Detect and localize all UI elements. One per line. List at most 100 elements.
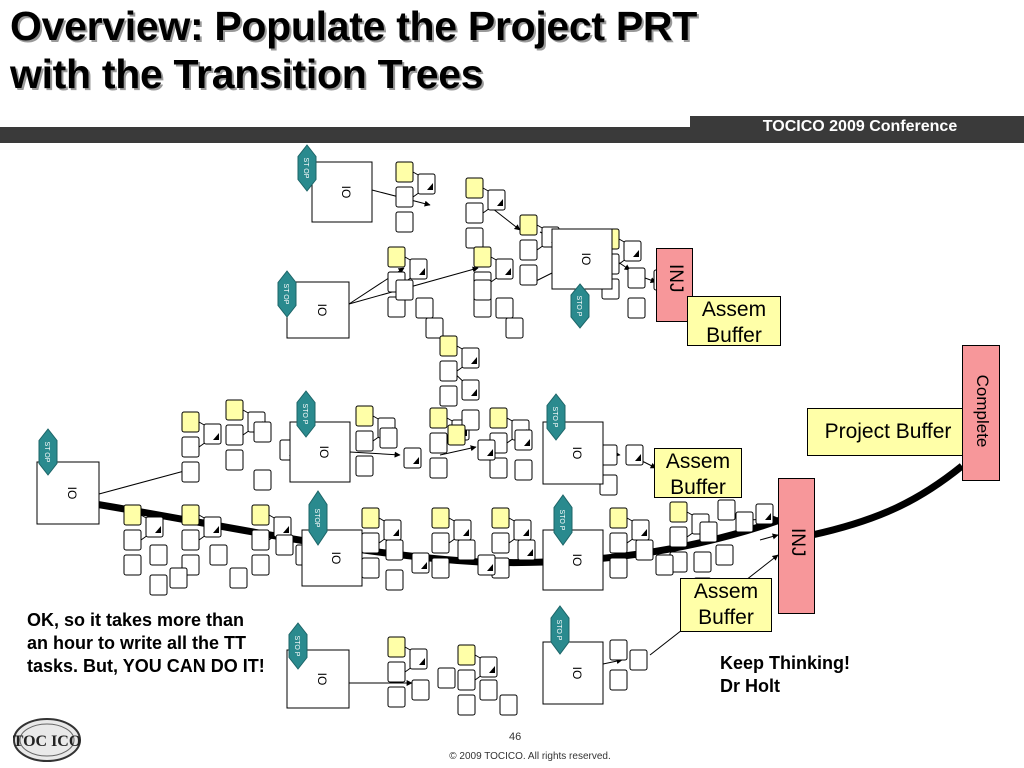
need-node xyxy=(361,507,380,529)
need-node xyxy=(395,161,414,183)
need-node xyxy=(355,405,374,427)
tree-nodes xyxy=(123,161,774,716)
task-node xyxy=(149,574,168,596)
task-node xyxy=(385,569,404,591)
task-node xyxy=(203,516,222,538)
task-node xyxy=(609,557,628,579)
io-box: IO xyxy=(289,421,351,483)
task-node xyxy=(181,436,200,458)
stop-label: ST OP xyxy=(282,284,289,305)
stop-sign: STO P xyxy=(550,605,570,655)
task-node xyxy=(735,511,754,533)
stop-sign: STO P xyxy=(546,393,566,441)
io-label: IO xyxy=(317,446,331,459)
stop-sign: STO P xyxy=(288,622,308,670)
task-node xyxy=(395,279,414,301)
task-node xyxy=(627,297,646,319)
need-node xyxy=(457,644,476,666)
task-node xyxy=(599,474,618,496)
stop-label: STO P xyxy=(293,636,300,657)
io-label: IO xyxy=(570,447,584,460)
need-node xyxy=(387,636,406,658)
task-node xyxy=(181,461,200,483)
stop-sign: STO P xyxy=(296,390,316,438)
io-label: IO xyxy=(570,554,584,567)
task-node xyxy=(453,519,472,541)
task-node xyxy=(491,532,510,554)
task-node xyxy=(625,444,644,466)
need-node xyxy=(181,411,200,433)
task-node xyxy=(123,529,142,551)
task-node xyxy=(431,557,450,579)
task-node xyxy=(473,279,492,301)
task-node xyxy=(517,539,536,561)
task-node xyxy=(514,429,533,451)
task-node xyxy=(387,661,406,683)
io-box: IO xyxy=(542,529,604,591)
io-label: IO xyxy=(315,304,329,317)
task-node xyxy=(275,534,294,556)
task-node xyxy=(253,421,272,443)
slide-title: Overview: Populate the Project PRT with … xyxy=(10,2,1010,98)
io-label: IO xyxy=(570,667,584,680)
project-buffer-chain-path xyxy=(811,463,965,539)
need-node xyxy=(225,399,244,421)
need-node xyxy=(489,407,508,429)
need-node xyxy=(123,504,142,526)
task-node xyxy=(505,317,524,339)
task-node xyxy=(417,173,436,195)
io-box: IO xyxy=(551,228,613,290)
task-node xyxy=(409,258,428,280)
task-node xyxy=(403,447,422,469)
conference-label: TOCICO 2009 Conference xyxy=(762,118,958,135)
task-node xyxy=(411,679,430,701)
task-node xyxy=(655,554,674,576)
stop-sign: ST OP xyxy=(38,428,58,476)
task-node xyxy=(457,694,476,716)
stop-sign: STO P xyxy=(553,494,573,546)
task-node xyxy=(609,639,628,661)
stop-label: STO P xyxy=(575,296,582,317)
task-node xyxy=(609,532,628,554)
task-node xyxy=(361,557,380,579)
task-node xyxy=(495,258,514,280)
stop-sign: ST OP xyxy=(297,144,317,192)
need-node xyxy=(387,246,406,268)
task-node xyxy=(513,519,532,541)
stop-label: ST OP xyxy=(302,158,309,179)
task-node xyxy=(514,459,533,481)
task-node xyxy=(495,297,514,319)
task-node xyxy=(395,186,414,208)
io-label: IO xyxy=(315,673,329,686)
task-node xyxy=(461,379,480,401)
assem-buffer-top: Assem Buffer xyxy=(687,296,781,347)
task-node xyxy=(519,264,538,286)
injection-right: INJ xyxy=(778,478,815,614)
task-node xyxy=(181,529,200,551)
injection-top: INJ xyxy=(656,248,693,322)
task-node xyxy=(489,457,508,479)
injection-right-label: INJ xyxy=(787,528,808,557)
stop-sign: STO P xyxy=(570,283,590,329)
need-node xyxy=(447,424,466,446)
stop-sign: STOP xyxy=(308,490,328,546)
io-box: IO xyxy=(286,649,350,709)
task-node xyxy=(229,567,248,589)
task-node xyxy=(715,544,734,566)
task-node xyxy=(251,554,270,576)
header-band-tab xyxy=(690,116,1024,143)
task-node xyxy=(699,521,718,543)
task-node xyxy=(361,532,380,554)
critical-chain xyxy=(69,463,965,567)
task-node xyxy=(395,211,414,233)
io-label: IO xyxy=(579,253,593,266)
note-right-line-1: Keep Thinking! xyxy=(720,653,850,673)
task-node xyxy=(355,455,374,477)
io-label: IO xyxy=(65,487,79,500)
complete-box: Complete xyxy=(962,345,1000,481)
stop-label: STO P xyxy=(558,510,565,531)
task-node xyxy=(149,544,168,566)
slide-title-line-2: with the Transition Trees xyxy=(10,51,484,97)
task-node xyxy=(461,409,480,431)
